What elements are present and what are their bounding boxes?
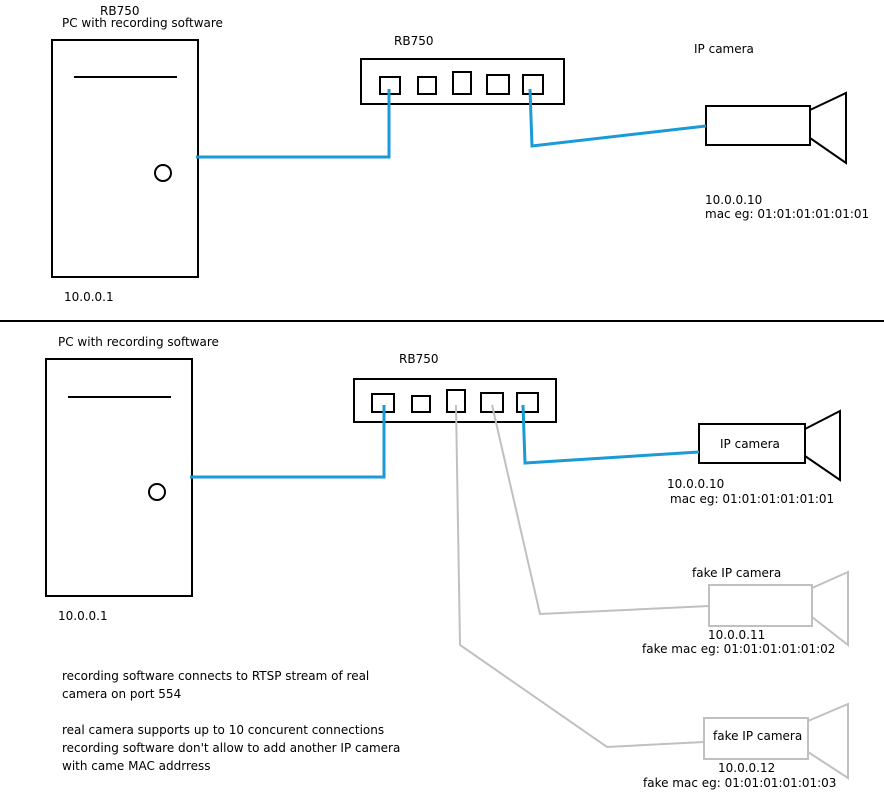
fake-camera-2-mac: fake mac eg: 01:01:01:01:01:03 [643, 776, 837, 790]
note-line-2: camera on port 554 [62, 687, 182, 701]
bottom-pc-title: PC with recording software [58, 335, 219, 349]
top-pc-title: PC with recording software [62, 16, 223, 30]
notes-block: recording software connects to RTSP stre… [62, 667, 400, 775]
bottom-wire-router-camera [521, 404, 700, 465]
top-pc-tower [51, 39, 199, 278]
top-router [360, 58, 565, 105]
fake-camera-2-label: fake IP camera [713, 729, 803, 743]
top-wire-pc-router [196, 89, 391, 159]
fake-camera-1-label: fake IP camera [692, 566, 782, 580]
top-ip-camera [705, 91, 847, 165]
top-wire-router-camera [528, 88, 707, 148]
top-pc-ip: 10.0.0.1 [64, 290, 114, 304]
bottom-pc-tower [45, 358, 193, 597]
bottom-camera-label: IP camera [720, 437, 780, 451]
bottom-ip-camera [698, 409, 841, 482]
bottom-scenario [45, 358, 849, 780]
fake-camera-1-ip: 10.0.0.11 [708, 628, 766, 642]
note-spacer [62, 703, 400, 721]
bottom-router-label: RB750 [399, 352, 439, 366]
fake-camera-2-ip: 10.0.0.12 [718, 761, 776, 775]
fake-wire-2 [455, 404, 705, 749]
top-pc-title-router: RB750 [100, 4, 140, 18]
top-scenario [51, 39, 847, 278]
fake-ip-camera-2 [703, 702, 849, 780]
note-line-3: real camera supports up to 10 concurent … [62, 723, 385, 737]
note-line-5: with came MAC addrress [62, 759, 211, 773]
top-camera-mac: mac eg: 01:01:01:01:01:01 [705, 207, 870, 221]
note-line-4: recording software don't allow to add an… [62, 741, 401, 755]
bottom-wire-pc-router [190, 405, 386, 479]
fake-camera-1-mac: fake mac eg: 01:01:01:01:01:02 [642, 642, 836, 656]
bottom-camera-ip: 10.0.0.10 [667, 477, 725, 491]
bottom-camera-mac: mac eg: 01:01:01:01:01:01 [670, 492, 835, 506]
note-line-1: recording software connects to RTSP stre… [62, 669, 370, 683]
top-camera-label: IP camera [694, 42, 754, 56]
top-camera-ip: 10.0.0.10 [705, 193, 763, 207]
fake-wire-1 [491, 404, 710, 616]
fake-ip-camera-1 [708, 570, 849, 648]
bottom-pc-ip: 10.0.0.1 [58, 609, 108, 623]
top-router-label: RB750 [394, 34, 434, 48]
